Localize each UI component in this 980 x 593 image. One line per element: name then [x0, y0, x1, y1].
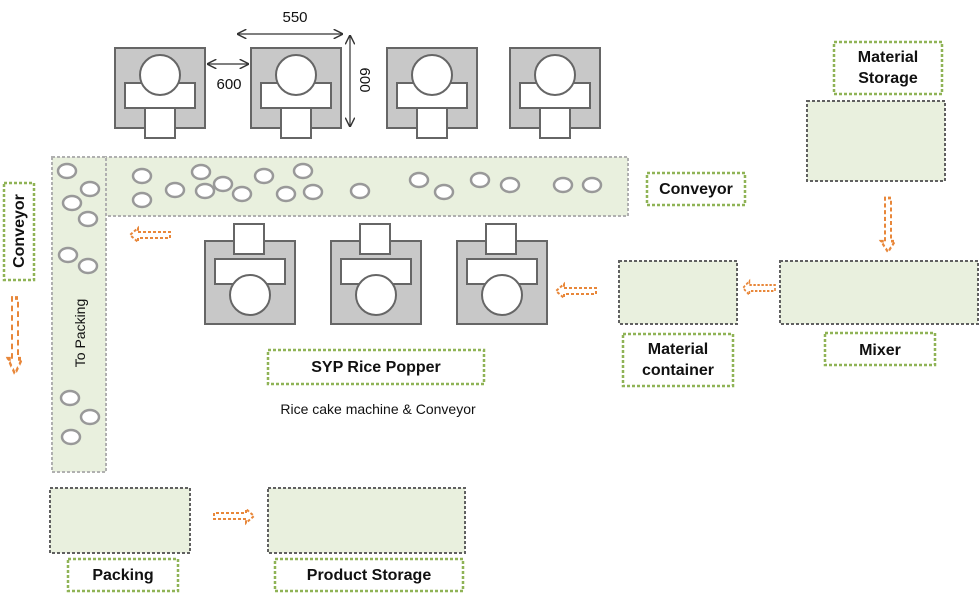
material-storage-label-line2: Storage [858, 70, 918, 87]
popper-label-frame [266, 348, 486, 386]
material-storage-label-frame [832, 40, 944, 96]
mixer-label: Mixer [859, 342, 901, 359]
flow-arrow-down [879, 196, 897, 254]
material-container-label-line2: container [642, 362, 714, 379]
mixer-box [779, 260, 979, 325]
rice-popper-machine [114, 47, 206, 139]
flow-arrow-down [6, 296, 24, 376]
to-packing-label: To Packing [72, 299, 88, 367]
flow-arrow-right [213, 508, 255, 524]
subtitle-label: Rice cake machine & Conveyor [280, 401, 476, 417]
material-storage-label-line1: Material [858, 49, 918, 66]
material-container-box [618, 260, 738, 325]
product-storage-box [267, 487, 466, 554]
flow-arrow-left [129, 227, 171, 243]
popper-label: SYP Rice Popper [311, 359, 441, 376]
depth-dimension-label: 600 [356, 67, 373, 92]
rice-popper-machine [250, 47, 342, 139]
conveyor-left-label: Conveyor [11, 194, 28, 268]
material-container-label-line1: Material [648, 341, 708, 358]
rice-popper-machine [386, 47, 478, 139]
packing-label-frame [66, 557, 180, 593]
packing-box [49, 487, 191, 554]
conveyor-left-label-frame [2, 181, 36, 282]
rice-popper-machine [456, 223, 548, 325]
rice-popper-machine [330, 223, 422, 325]
conveyor-top-label-frame [645, 171, 747, 207]
product-storage-label-frame [273, 557, 465, 593]
flow-arrow-left [742, 280, 776, 296]
rice-popper-machine [509, 47, 601, 139]
rice-popper-machine [204, 223, 296, 325]
flow-arrow-left [555, 283, 597, 299]
product-storage-label: Product Storage [307, 567, 432, 584]
gap-dimension-label: 600 [216, 76, 241, 93]
rice-cakes [56, 162, 603, 446]
mixer-label-frame [823, 331, 937, 367]
material-container-label-frame [621, 332, 735, 388]
conveyor-top-label: Conveyor [659, 181, 733, 198]
packing-label: Packing [92, 567, 153, 584]
material-storage-box [806, 100, 946, 182]
width-dimension-label: 550 [282, 9, 307, 26]
